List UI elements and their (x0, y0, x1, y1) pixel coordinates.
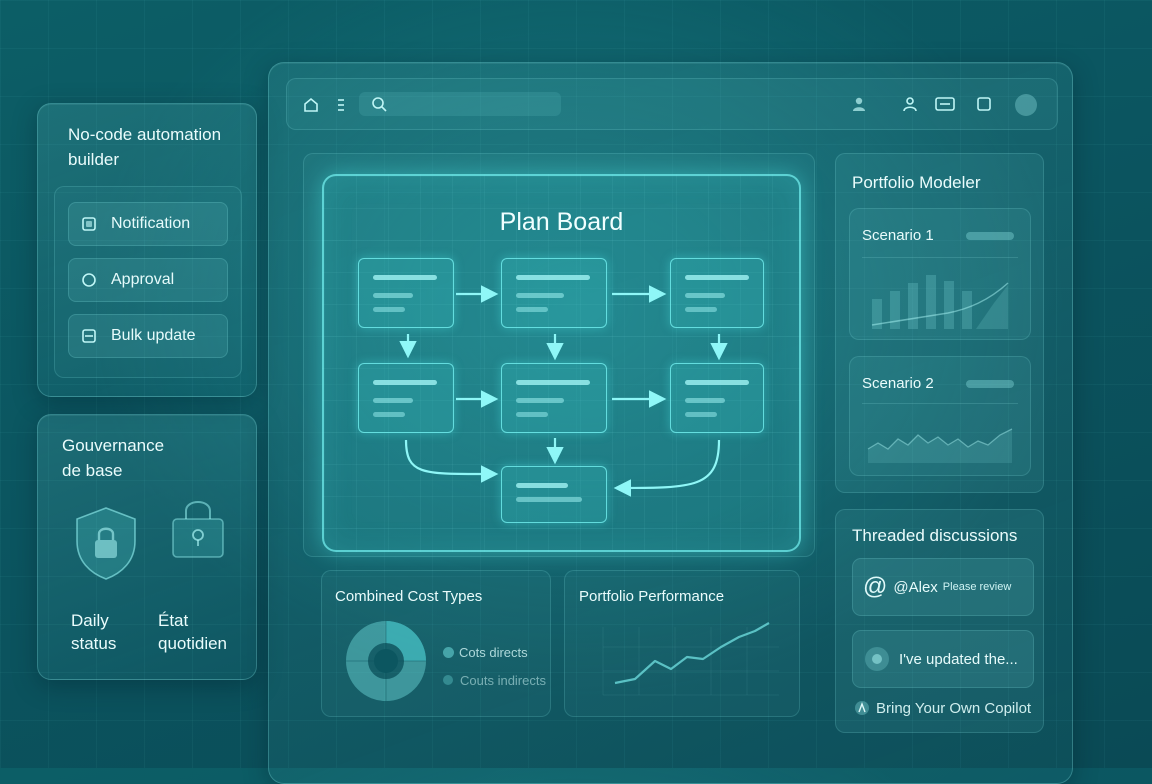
toolbar (286, 78, 1058, 130)
keyboard-icon[interactable] (935, 97, 955, 111)
performance-title: Portfolio Performance (579, 588, 725, 605)
governance-panel: Gouvernance de base Daily status État qu… (37, 414, 257, 680)
message-update-text: I've updated the... (899, 650, 1018, 668)
governance-title-line1: Gouvernance (62, 436, 165, 455)
bulk-update-item[interactable]: Bulk update (68, 314, 228, 358)
scenario-1-label: Scenario 1 (862, 227, 934, 244)
approval-label: Approval (111, 271, 175, 288)
discussions-title: Threaded discussions (852, 526, 1018, 545)
cost-types-title: Combined Cost Types (335, 588, 483, 605)
plan-node-3[interactable] (670, 258, 764, 328)
performance-line-chart (602, 622, 779, 696)
legend-direct-label: Cots directs (459, 645, 528, 660)
copilot-icon (854, 700, 870, 716)
scenario-2-chip (966, 380, 1014, 388)
home-icon[interactable] (303, 97, 319, 113)
scenario-1-divider (862, 257, 1018, 258)
performance-panel: Portfolio Performance (564, 570, 800, 717)
search-input[interactable] (359, 92, 561, 116)
discussions-panel: Threaded discussions @ @Alex Please revi… (835, 509, 1044, 733)
bulk-update-label: Bulk update (111, 327, 196, 344)
portfolio-modeler-title: Portfolio Modeler (852, 173, 981, 192)
message-alex[interactable]: @ @Alex Please review (852, 558, 1034, 616)
etat-quotidien-line2: quotidien (158, 634, 228, 653)
daily-status-text: Daily status (71, 609, 116, 655)
etat-quotidien-line1: État (158, 611, 189, 630)
plan-node-4[interactable] (358, 363, 454, 433)
team-icon[interactable] (902, 96, 918, 112)
message-alex-text: Please review (942, 581, 1012, 593)
plan-board: Plan Board (322, 174, 801, 552)
plan-node-2[interactable] (501, 258, 607, 328)
scenario-1-card[interactable]: Scenario 1 (849, 208, 1031, 340)
scenario-2-label: Scenario 2 (862, 375, 934, 392)
automation-title-line1: No-code automation (68, 125, 222, 144)
chat-bubble-icon (865, 647, 889, 671)
portfolio-modeler-panel: Portfolio Modeler Scenario 1 Scenario 2 (835, 153, 1044, 493)
cost-types-panel: Combined Cost Types Cots directs Couts i… (321, 570, 551, 717)
plan-board-connectors (399, 285, 728, 497)
scenario-2-chart (867, 428, 1013, 463)
cost-donut-chart (346, 621, 426, 701)
padlock-icon (170, 495, 226, 561)
governance-title-line2: de base (62, 461, 123, 480)
search-icon (371, 96, 387, 112)
scenario-1-chart (871, 275, 1009, 329)
plan-node-1[interactable] (358, 258, 454, 328)
approval-item[interactable]: Approval (68, 258, 228, 302)
governance-title: Gouvernance de base (62, 433, 164, 483)
shield-lock-icon (72, 505, 140, 581)
plan-node-7[interactable] (501, 466, 607, 523)
plan-board-title: Plan Board (499, 208, 624, 236)
daily-status-line1: Daily (71, 611, 109, 630)
automation-builder-panel: No-code automation builder Notification … (37, 103, 257, 397)
square-icon[interactable] (977, 97, 991, 111)
scenario-2-card[interactable]: Scenario 2 (849, 356, 1031, 476)
copilot-text[interactable]: Bring Your Own Copilot (876, 700, 1032, 717)
daily-status-line2: status (71, 634, 117, 653)
approval-icon (81, 272, 97, 288)
bulk-update-icon (81, 328, 97, 344)
automation-title-line2: builder (68, 150, 120, 169)
automation-title: No-code automation builder (68, 122, 221, 172)
message-update[interactable]: I've updated the... (852, 630, 1034, 688)
notification-icon (81, 216, 97, 232)
scenario-2-divider (862, 403, 1018, 404)
notification-item[interactable]: Notification (68, 202, 228, 246)
notification-label: Notification (111, 215, 191, 232)
message-alex-name: @Alex (893, 578, 938, 596)
user-icon[interactable] (851, 96, 867, 112)
scenario-1-chip (966, 232, 1014, 240)
etat-quotidien-text: État quotidien (158, 609, 227, 655)
legend-indirect-swatch (443, 675, 453, 685)
avatar[interactable] (1015, 94, 1037, 116)
legend-direct-swatch (443, 647, 454, 658)
legend-indirect-label: Couts indirects (460, 673, 546, 688)
mention-icon: @ (863, 573, 888, 600)
plan-node-5[interactable] (501, 363, 607, 433)
menu-icon[interactable] (335, 97, 347, 113)
plan-node-6[interactable] (670, 363, 764, 433)
